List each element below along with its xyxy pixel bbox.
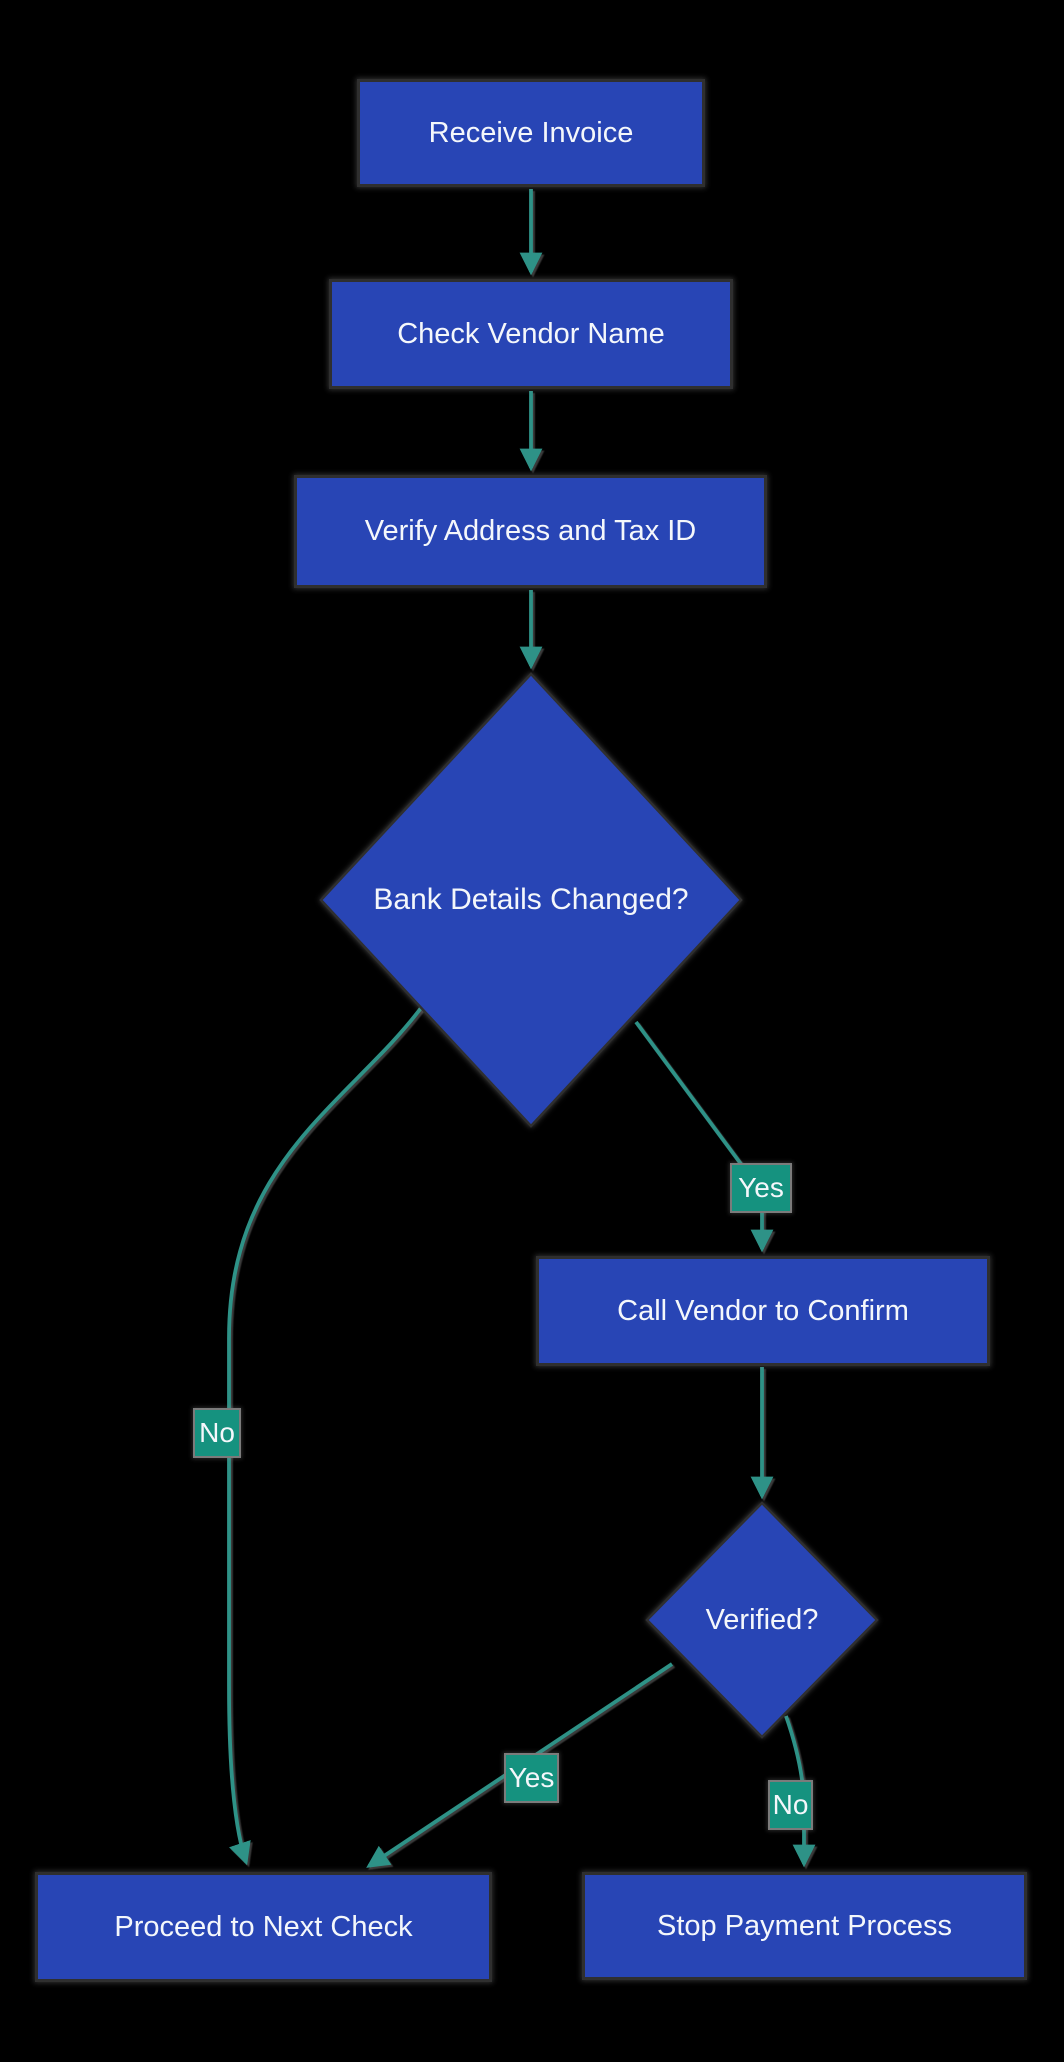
edge-label-no-verified: No	[768, 1780, 813, 1830]
node-check-vendor-name-label: Check Vendor Name	[397, 317, 665, 350]
edge-bank-changed-no-to-proceed	[227, 1002, 426, 1866]
node-receive-invoice: Receive Invoice	[357, 79, 705, 187]
node-proceed-to-next-check-label: Proceed to Next Check	[114, 1910, 413, 1943]
node-verify-address-tax-id-label: Verify Address and Tax ID	[364, 515, 697, 547]
edge-label-yes-bank-changed: Yes	[730, 1163, 792, 1213]
node-call-vendor-to-confirm-label: Call Vendor to Confirm	[617, 1294, 909, 1327]
node-verified-shape	[645, 1501, 879, 1739]
node-call-vendor-to-confirm: Call Vendor to Confirm	[536, 1256, 990, 1366]
node-bank-details-changed-shape	[319, 672, 743, 1128]
node-receive-invoice-label: Receive Invoice	[428, 116, 634, 149]
edge-label-yes-verified: Yes	[504, 1753, 559, 1803]
diamond-shapes	[319, 672, 879, 1739]
node-verify-address-tax-id: Verify Address and Tax ID	[294, 475, 767, 588]
node-proceed-to-next-check: Proceed to Next Check	[35, 1872, 492, 1982]
edge-bank-changed-yes-to-call-vendor	[634, 1020, 774, 1253]
node-stop-payment-process: Stop Payment Process	[582, 1872, 1027, 1980]
node-stop-payment-process-label: Stop Payment Process	[657, 1909, 952, 1942]
node-check-vendor-name: Check Vendor Name	[329, 279, 733, 389]
edge-label-no-bank-changed: No	[193, 1408, 241, 1458]
